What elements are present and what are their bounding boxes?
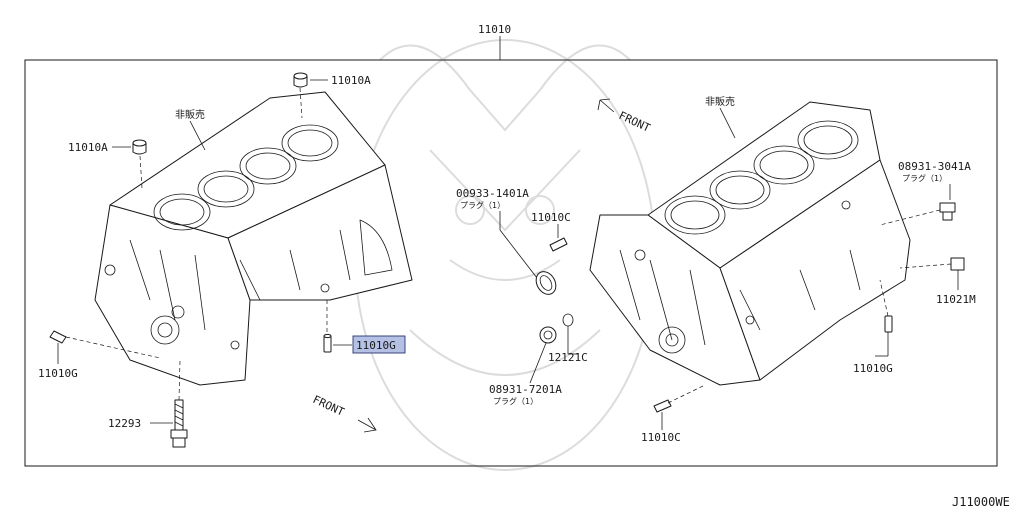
front-arrow-lower: FRONT xyxy=(311,393,377,433)
dowel-11010A-top[interactable] xyxy=(293,72,308,88)
part-08931-7201A-note: プラグ（1） xyxy=(493,396,538,406)
plug-11021M[interactable] xyxy=(950,257,965,271)
part-08931-3041A[interactable]: 08931-3041A xyxy=(898,160,971,173)
part-11010A-top[interactable]: 11010A xyxy=(331,74,371,87)
not-for-sale-label-right: 非販売 xyxy=(705,95,735,108)
plug-08931-7201A[interactable] xyxy=(539,326,557,344)
part-11010C-right[interactable]: 11010C xyxy=(641,431,681,444)
plug-00933-1401A[interactable] xyxy=(532,268,560,298)
not-for-sale-label-left: 非販売 xyxy=(175,108,205,121)
plug-08931-3041A[interactable] xyxy=(939,202,956,221)
washer-12121C[interactable] xyxy=(562,313,574,327)
cylinder-block-left[interactable] xyxy=(94,91,413,386)
part-11010A-side[interactable]: 11010A xyxy=(68,141,108,154)
highlight-box-11010G[interactable] xyxy=(352,335,406,354)
pin-11010C-right[interactable] xyxy=(653,399,672,413)
part-00933-1401A[interactable]: 00933-1401A xyxy=(456,187,529,200)
diagram-code: J11000WE xyxy=(952,495,1010,509)
svg-text:FRONT: FRONT xyxy=(617,109,653,135)
pin-11010G-center[interactable] xyxy=(323,333,332,353)
part-11010G-left[interactable]: 11010G xyxy=(38,367,78,380)
pin-11010G-left[interactable] xyxy=(49,330,67,344)
bolt-12293[interactable] xyxy=(170,399,188,448)
part-12293[interactable]: 12293 xyxy=(108,417,141,430)
diagram-frame xyxy=(24,59,998,467)
part-11010G-right[interactable]: 11010G xyxy=(853,362,893,375)
frame-part-number[interactable]: 11010 xyxy=(478,23,511,36)
svg-text:FRONT: FRONT xyxy=(311,393,347,419)
part-12121C[interactable]: 12121C xyxy=(548,351,588,364)
front-arrow-upper: FRONT xyxy=(597,98,653,135)
part-11010G-center[interactable]: 11010G xyxy=(356,339,396,352)
pin-11010G-right[interactable] xyxy=(884,315,893,333)
pin-11010C-center[interactable] xyxy=(549,237,568,252)
part-00933-1401A-note: プラグ（1） xyxy=(460,200,505,210)
part-08931-7201A[interactable]: 08931-7201A xyxy=(489,383,562,396)
part-11021M[interactable]: 11021M xyxy=(936,293,976,306)
dowel-11010A-side[interactable] xyxy=(132,139,147,155)
cylinder-block-right[interactable] xyxy=(589,101,911,386)
part-11010C-center[interactable]: 11010C xyxy=(531,211,571,224)
part-08931-3041A-note: プラグ（1） xyxy=(902,173,947,183)
